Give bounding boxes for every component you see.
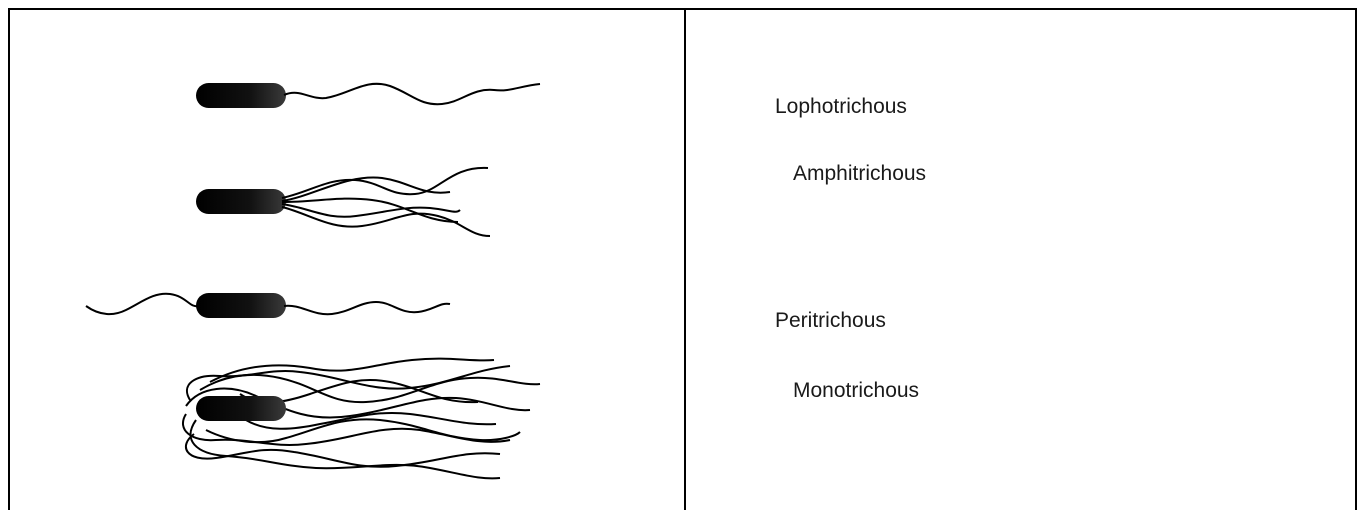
bacterium-bipolar-flagella (86, 293, 450, 318)
label-lophotrichous: Lophotrichous (775, 96, 907, 117)
column-divider (684, 8, 686, 510)
label-monotrichous: Monotrichous (793, 380, 919, 401)
bacterium-flagella-tuft (196, 168, 490, 236)
label-amphitrichous: Amphitrichous (793, 163, 926, 184)
bacterium-single-flagellum (196, 83, 540, 108)
bacteria-diagram (10, 10, 680, 505)
label-peritrichous: Peritrichous (775, 310, 886, 331)
bacterium-surrounding-flagella (183, 359, 540, 479)
